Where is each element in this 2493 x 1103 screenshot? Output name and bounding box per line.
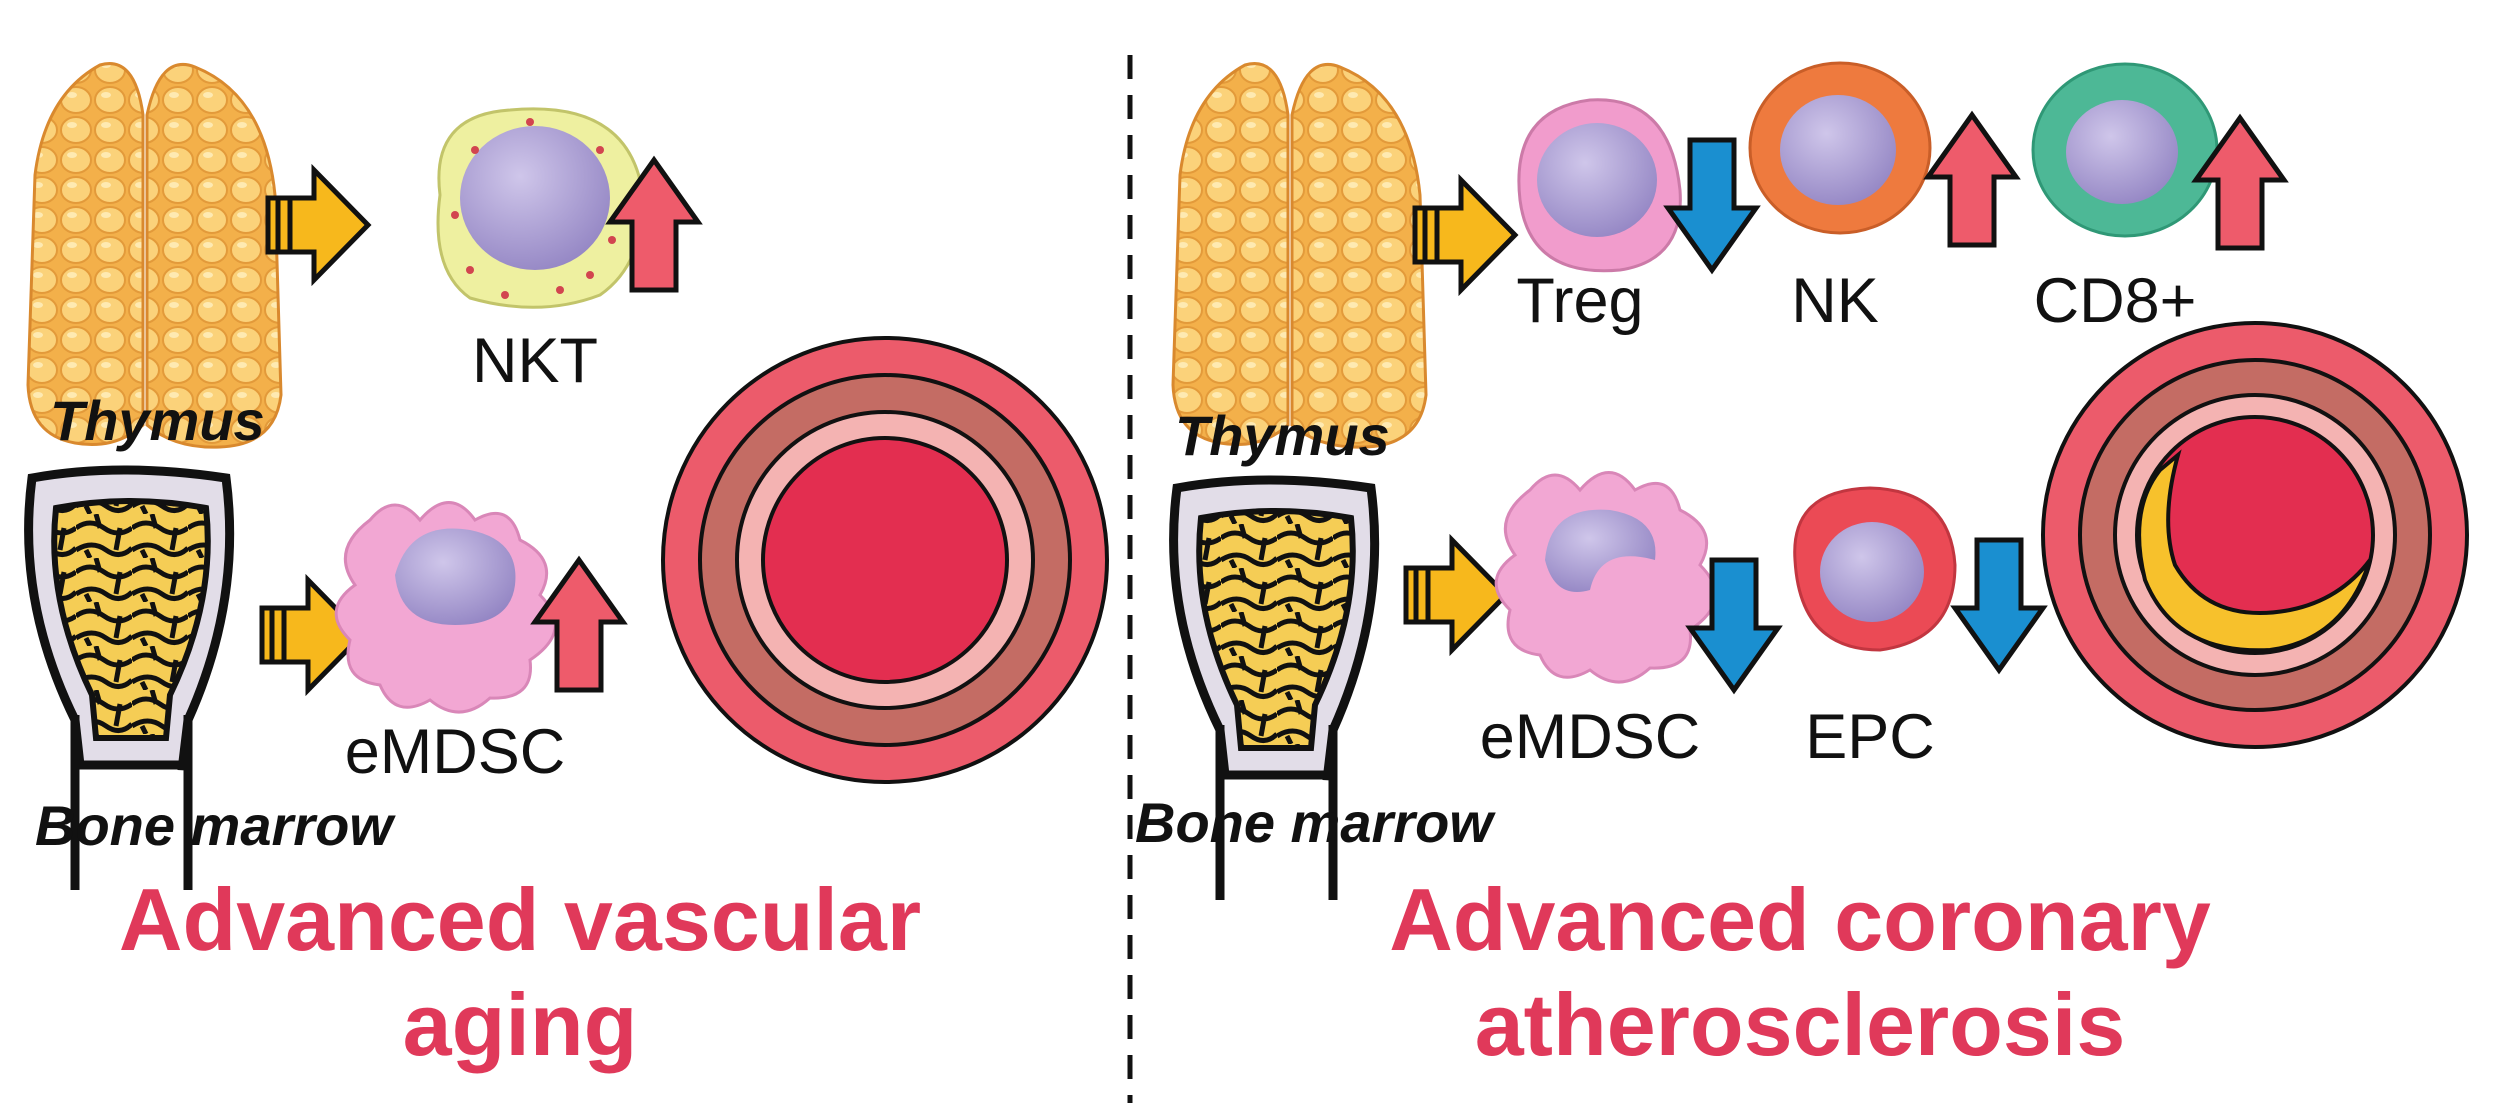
cd8-label: CD8+ — [2034, 266, 2197, 336]
nk-label: NK — [1791, 266, 1879, 336]
right-panel: Thymus Treg NK CD8+ Bone marrow eMDSC — [1135, 61, 2469, 1074]
atherosclerotic-vessel-cross-section — [2041, 321, 2469, 749]
input-arrow-icon — [1415, 180, 1515, 290]
bone-marrow-label: Bone marrow — [1135, 791, 1496, 854]
bone-marrow-label: Bone marrow — [35, 794, 396, 857]
right-title-line2: atherosclerosis — [1475, 975, 2126, 1074]
nkt-label: NKT — [472, 326, 598, 396]
epc-label: EPC — [1805, 702, 1935, 772]
plaque — [2137, 449, 2372, 653]
cd8-cell — [2031, 62, 2219, 238]
thymus-icon — [1171, 62, 1428, 449]
treg-cell — [1517, 98, 1682, 273]
nk-cell — [1748, 61, 1932, 235]
input-arrow-icon — [1406, 540, 1506, 650]
treg-label: Treg — [1516, 266, 1643, 336]
emdsc-cell — [334, 501, 557, 714]
nkt-cell — [436, 107, 644, 309]
epc-down-arrow-icon — [1955, 540, 2043, 670]
emdsc-label: eMDSC — [345, 717, 566, 787]
nk-up-arrow-icon — [1928, 115, 2016, 245]
left-title-line2: aging — [403, 975, 638, 1074]
input-arrow-icon — [268, 170, 368, 280]
thymus-label: Thymus — [1175, 404, 1390, 467]
thymus-label: Thymus — [50, 389, 265, 452]
left-title-line1: Advanced vascular — [119, 870, 921, 969]
emdsc-label: eMDSC — [1480, 702, 1701, 772]
epc-cell — [1793, 486, 1957, 652]
left-panel: Thymus NKT Bone marrow eMDSC — [28, 62, 1109, 1074]
emdsc-cell — [1494, 471, 1717, 684]
right-title-line1: Advanced coronary — [1389, 870, 2211, 969]
healthy-vessel-cross-section — [661, 336, 1109, 784]
